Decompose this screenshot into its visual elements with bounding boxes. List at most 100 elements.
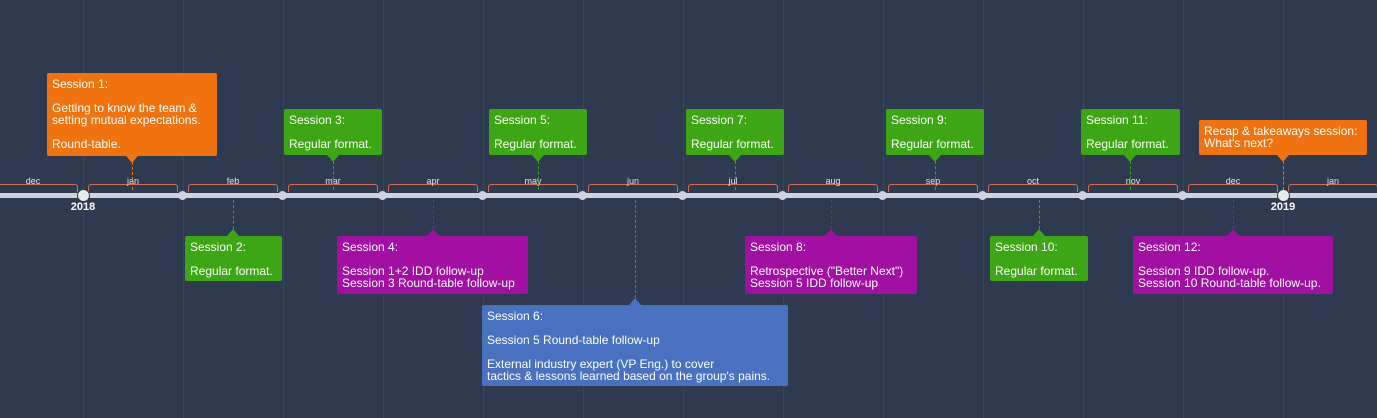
month-tick bbox=[1178, 191, 1187, 200]
month-bracket bbox=[688, 184, 778, 192]
session-text-line: Session 5 Round-table follow-up bbox=[487, 333, 660, 347]
month-label: jun bbox=[626, 176, 639, 186]
grid-line bbox=[883, 0, 884, 418]
month-tick bbox=[978, 191, 987, 200]
month-bracket bbox=[888, 184, 978, 192]
session-card-s8[interactable]: Session 8: Retrospective ("Better Next")S… bbox=[745, 236, 917, 294]
session-title: Session 5: bbox=[494, 113, 551, 127]
month-bracket bbox=[388, 184, 478, 192]
year-label: 2018 bbox=[70, 201, 96, 213]
card-pointer bbox=[929, 155, 941, 162]
month-bracket bbox=[188, 184, 278, 192]
session-text-line: Regular format. bbox=[289, 137, 372, 151]
month-label: jul bbox=[728, 176, 738, 186]
session-text-line: Retrospective ("Better Next") bbox=[750, 264, 904, 278]
month-bracket bbox=[488, 184, 578, 192]
month-tick bbox=[778, 191, 787, 200]
grid-line bbox=[1283, 0, 1284, 418]
year-label: 2019 bbox=[1270, 201, 1296, 213]
session-text-line: Regular format. bbox=[995, 264, 1078, 278]
grid-line bbox=[483, 0, 484, 418]
month-label: jan bbox=[1326, 176, 1339, 186]
session-title: Session 4: bbox=[342, 240, 399, 254]
session-text-line: Session 10 Round-table follow-up. bbox=[1138, 276, 1321, 290]
month-label: nov bbox=[1125, 176, 1141, 186]
session-card-s1[interactable]: Session 1:Getting to know the team &sett… bbox=[47, 73, 217, 156]
session-card-s12[interactable]: Session 12:Session 9 IDD follow-up.Sessi… bbox=[1133, 236, 1333, 294]
session-text-line: External industry expert (VP Eng.) to co… bbox=[487, 357, 715, 371]
grid-line bbox=[783, 0, 784, 418]
grid-line bbox=[683, 0, 684, 418]
session-text-line: Regular format. bbox=[494, 137, 577, 151]
session-text-line: What's next? bbox=[1204, 136, 1273, 150]
session-text-line: Regular format. bbox=[891, 137, 974, 151]
month-tick bbox=[878, 191, 887, 200]
month-tick bbox=[478, 191, 487, 200]
session-text-line: Session 3 Round-table follow-up bbox=[342, 276, 515, 290]
month-bracket bbox=[1288, 184, 1377, 192]
month-label: feb bbox=[226, 176, 240, 186]
grid-line bbox=[583, 0, 584, 418]
session-card-s10[interactable]: Session 10: Regular format. bbox=[990, 236, 1088, 281]
grid-line bbox=[83, 0, 84, 418]
month-bracket bbox=[0, 184, 78, 192]
card-pointer bbox=[532, 155, 544, 162]
session-text-line: Session 5 IDD follow-up bbox=[750, 276, 879, 290]
month-bracket bbox=[588, 184, 678, 192]
session-text-line: Regular format. bbox=[190, 264, 273, 278]
month-label: oct bbox=[1026, 176, 1039, 186]
grid-line bbox=[1183, 0, 1184, 418]
month-tick bbox=[178, 191, 187, 200]
month-label: jan bbox=[126, 176, 139, 186]
connector-line bbox=[735, 161, 736, 190]
session-card-s11[interactable]: Session 11:Regular format. bbox=[1081, 109, 1180, 155]
card-pointer bbox=[825, 229, 837, 236]
grid-line bbox=[383, 0, 384, 418]
month-label: may bbox=[524, 176, 542, 186]
card-pointer bbox=[1277, 155, 1289, 162]
month-tick bbox=[1078, 191, 1087, 200]
session-text-line: tactics & lessons learned based on the g… bbox=[487, 369, 771, 383]
month-tick bbox=[578, 191, 587, 200]
connector-line bbox=[233, 200, 234, 229]
card-pointer bbox=[1033, 229, 1045, 236]
session-text-line: Recap & takeaways session: bbox=[1204, 124, 1358, 138]
session-title: Session 6: bbox=[487, 309, 544, 323]
grid-line bbox=[183, 0, 184, 418]
month-label: sep bbox=[925, 176, 941, 186]
session-card-s2[interactable]: Session 2: Regular format. bbox=[185, 236, 282, 281]
grid-line bbox=[983, 0, 984, 418]
session-title: Session 8: bbox=[750, 240, 807, 254]
session-title: Session 9: bbox=[891, 113, 948, 127]
connector-line bbox=[1130, 161, 1131, 190]
session-title: Session 2: bbox=[190, 240, 247, 254]
grid-line bbox=[1083, 0, 1084, 418]
session-text-line: Session 1+2 IDD follow-up bbox=[342, 264, 484, 278]
session-title: Session 1: bbox=[52, 77, 109, 91]
session-card-s5[interactable]: Session 5: Regular format. bbox=[489, 109, 587, 155]
session-card-s6[interactable]: Session 6: Session 5 Round-table follow-u… bbox=[482, 305, 788, 386]
card-pointer bbox=[1124, 155, 1136, 162]
month-bracket bbox=[988, 184, 1078, 192]
card-pointer bbox=[427, 229, 439, 236]
card-pointer bbox=[629, 298, 641, 305]
session-text-line: Regular format. bbox=[691, 137, 774, 151]
card-pointer bbox=[1227, 229, 1239, 236]
connector-line bbox=[538, 161, 539, 190]
month-bracket bbox=[88, 184, 178, 192]
card-pointer bbox=[126, 156, 138, 163]
session-title: Session 10: bbox=[995, 240, 1058, 254]
card-pointer bbox=[729, 155, 741, 162]
session-card-s9[interactable]: Session 9: Regular format. bbox=[886, 109, 984, 155]
session-text-line: Session 9 IDD follow-up. bbox=[1138, 264, 1270, 278]
session-card-s7[interactable]: Session 7:Regular format. bbox=[686, 109, 784, 155]
timeline-axis bbox=[0, 193, 1377, 198]
card-pointer bbox=[227, 229, 239, 236]
month-label: dec bbox=[25, 176, 41, 186]
session-title: Session 11: bbox=[1086, 113, 1148, 127]
connector-line bbox=[132, 162, 133, 190]
connector-line bbox=[333, 161, 334, 190]
session-card-s3[interactable]: Session 3:Regular format. bbox=[284, 109, 382, 155]
session-card-recap[interactable]: Recap & takeaways session:What's next? bbox=[1199, 120, 1367, 155]
